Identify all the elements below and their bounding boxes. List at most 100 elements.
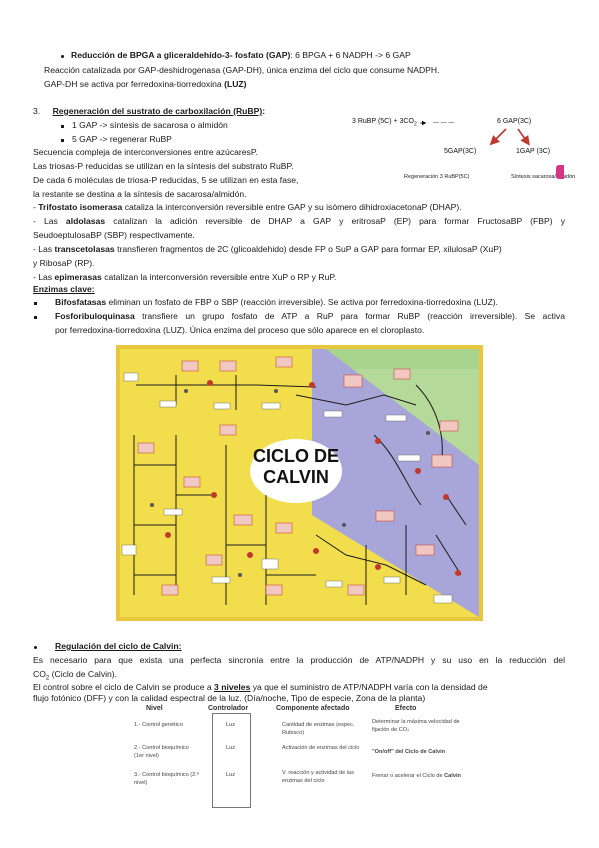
reg-p2b: (Ciclo de Calvin). — [49, 669, 118, 679]
scheme-arrows — [420, 120, 530, 146]
bullet — [61, 55, 64, 58]
s1-eq: : 6 BPGA + 6 NADPH -> 6 GAP — [290, 50, 411, 60]
s3-p4: la restante se destina a la síntesis de … — [33, 189, 247, 199]
enzimas-b2a: Fosforibuloquinasa — [55, 311, 135, 321]
s3-ep1c: catalizan la interconversión reversible … — [101, 272, 337, 282]
diagram-dots — [165, 380, 461, 576]
scheme-co2-sub: 2 — [413, 121, 417, 128]
row3-ctrl: Luz — [226, 772, 236, 778]
calvin-diagram-svg — [116, 345, 483, 621]
row2-nivel: 2.- Control bioquímico (1er nivel) — [134, 745, 189, 759]
s3-title: Regeneración del sustrato de carboxilaci… — [52, 106, 263, 116]
row1-nivel: 1.- Control genético — [134, 722, 183, 728]
s3-p1: Secuencia compleja de interconversiones … — [33, 147, 258, 157]
diagram-labels — [121, 372, 453, 604]
enzimas-b1b: eliminan un fosfato de FBP o SBP (reacci… — [106, 297, 498, 307]
scheme-bottom-right: Síntesis sacarosa/almidón — [511, 174, 576, 180]
s3-tc1c: transfieren fragmentos de 2C (glicoaldeh… — [114, 244, 502, 254]
enzimas-b2b: transfiere un grupo fosfato de ATP a RuP… — [134, 311, 565, 321]
s1-title: Reducción de BPGA a gliceraldehído-3- fo… — [71, 50, 291, 60]
s3-heading: 3. Regeneración del sustrato de carboxil… — [33, 105, 265, 117]
square-bullet — [34, 302, 37, 305]
reg-title: Regulación del ciclo de Calvin: — [55, 641, 182, 651]
controlador-column — [212, 713, 251, 808]
row1-ctrl: Luz — [226, 722, 236, 728]
square-bullet — [61, 125, 64, 128]
scheme-pink-marker — [556, 165, 564, 179]
calvin-title-1: CICLO DE — [252, 446, 339, 466]
s3-b2: 5 GAP -> regenerar RuBP — [72, 134, 172, 144]
scheme-gap: 6 GAP(3C) — [497, 118, 532, 125]
diagram-lavender-overlay — [312, 349, 479, 617]
row2-efecto: "On/off" del Ciclo de Calvin — [372, 749, 446, 755]
enzimas-b2: Fosforibuloquinasa transfiere un grupo f… — [55, 310, 565, 322]
reg-p2: CO2 (Ciclo de Calvin). — [33, 668, 117, 685]
s3-trifosfato: - Trifostato isomerasa cataliza la inter… — [33, 201, 462, 213]
reg-p3c: ya que el suministro de ATP/NADPH varía … — [250, 682, 488, 692]
s1-line3: GAP-DH se activa por ferredoxina-tiorred… — [44, 78, 247, 90]
square-bullet — [34, 316, 37, 319]
enzimas-b1: Bifosfatasas eliminan un fosfato de FBP … — [55, 296, 498, 308]
row3-efecto-calvin: Calvin — [444, 773, 461, 779]
square-bullet — [61, 139, 64, 142]
s1-line3-text: GAP-DH se activa por ferredoxina-tiorred… — [44, 79, 225, 89]
th-efecto: Efecto — [395, 705, 417, 712]
calvin-title-2: CALVIN — [263, 467, 329, 487]
s1-luz: (LUZ) — [224, 79, 247, 89]
s3-epimerasas: - Las epimerasas catalizan la interconve… — [33, 271, 336, 283]
s3-t1a: - — [33, 202, 39, 212]
reg-3-niveles: 3 niveles — [214, 682, 251, 692]
enzimas-title: Enzimas clave: — [33, 284, 95, 294]
reg-p3: El control sobre el ciclo de Calvin se p… — [33, 681, 488, 693]
s3-t1b: Trifostato isomerasa — [38, 202, 123, 212]
reg-co: CO — [33, 669, 46, 679]
row3-comp: V. reacción y actividad de las enzimas d… — [282, 770, 354, 784]
title-ellipse — [250, 439, 342, 503]
th-controlador: Controlador — [208, 705, 249, 712]
scheme-left: 5GAP(3C) — [444, 148, 477, 155]
row3-efecto-text: Frenar o acelerar el Ciclo de — [372, 773, 445, 779]
s3-ep1a: - Las — [33, 272, 55, 282]
th-componente: Componente afectado — [276, 705, 350, 712]
scheme-top-text: 3 RuBP (5C) + 3CO — [352, 118, 414, 125]
s3-transcetolasas-2: y RibosaP (RP). — [33, 258, 95, 268]
s3-al1b: aldolasas — [65, 216, 106, 226]
diagram-dark-dots — [150, 389, 430, 577]
s3-al1c: catalizan la adición reversible de DHAP … — [105, 216, 565, 226]
scheme-right: 1GAP (3C) — [516, 148, 551, 155]
reg-p4: flujo fotónico (DFF) y con la calidad es… — [33, 693, 426, 703]
s3-t1c: cataliza la interconversión reversible e… — [122, 202, 462, 212]
scheme-top: 3 RuBP (5C) + 3CO2 — [352, 116, 417, 130]
row3-efecto: Frenar o acelerar el Ciclo de Calvin — [372, 773, 492, 781]
reg-p1: Es necesario para que exista una perfect… — [33, 655, 565, 665]
s1-line1: Reducción de BPGA a gliceraldehído-3- fo… — [71, 49, 411, 61]
s3-num: 3. — [33, 106, 41, 116]
scheme-dash: — — — — [433, 120, 455, 126]
s3-b1: 1 GAP -> síntesis de sacarosa o almidón — [72, 120, 228, 130]
s3-tc1a: - Las — [33, 244, 55, 254]
s3-aldolasas-1: - Las aldolasas catalizan la adición rev… — [33, 215, 565, 227]
s3-ep1b: epimerasas — [54, 272, 102, 282]
s3-al1a: - Las — [33, 216, 66, 226]
enzimas-b1a: Bifosfatasas — [55, 297, 107, 307]
s1-line2: Reacción catalizada por GAP-deshidrogena… — [44, 65, 440, 75]
calvin-cycle-diagram: CICLO DE CALVIN — [116, 345, 483, 621]
s3-p3: De cada 6 moléculas de triosa-P reducida… — [33, 175, 299, 185]
s3-p2: Las triosas-P reducidas se utilizan en l… — [33, 161, 294, 171]
row3-nivel: 3.- Control bioquímico (2.º nivel) — [134, 772, 199, 786]
row2-comp: Activación de enzimas del ciclo — [282, 745, 360, 751]
th-nivel: Nivel — [146, 705, 163, 712]
row1-efecto: Determinar la máxima velocidad de fijaci… — [372, 719, 460, 733]
reg-p3a: El control sobre el ciclo de Calvin se p… — [33, 682, 215, 692]
row2-ctrl: Luz — [226, 745, 236, 751]
diagram-boxes — [137, 356, 459, 596]
bullet — [34, 646, 37, 649]
s3-tc1b: transcetolasas — [54, 244, 115, 254]
s3-transcetolasas-1: - Las transcetolasas transfieren fragmen… — [33, 243, 502, 255]
scheme-bottom-left: Regeneración 3 RuBP(5C) — [404, 174, 470, 180]
s3-aldolasas-2: SeudoeptulosaBP (SBP) respectivamente. — [33, 230, 195, 240]
s3-colon: : — [262, 106, 266, 116]
reg-co2-sub: 2 — [45, 675, 50, 682]
row1-comp: Cantidad de enzimas (espec. Rubisco) — [282, 722, 355, 736]
enzimas-b2-cont: por ferredoxina-tiorredoxina (LUZ). Únic… — [55, 325, 425, 335]
